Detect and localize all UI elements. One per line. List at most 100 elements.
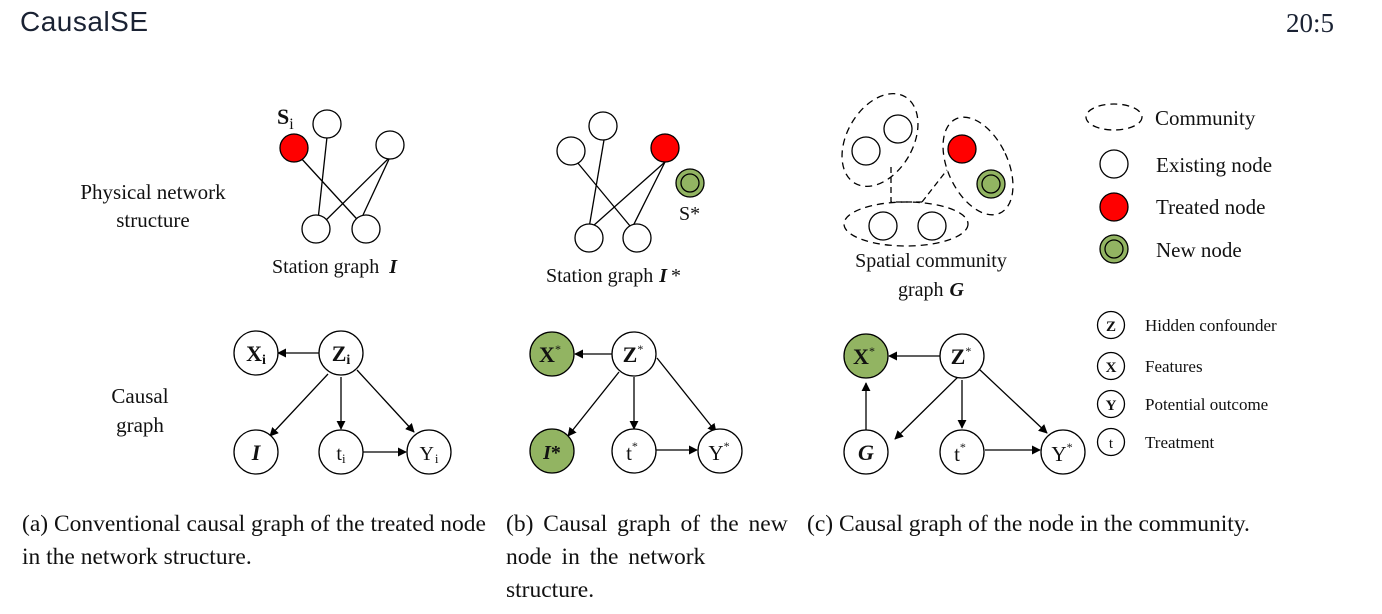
- node-t-label: ti: [336, 443, 346, 466]
- node-z: [939, 333, 985, 379]
- existing-node: [622, 223, 652, 253]
- z-variable-symbol: Z: [1106, 319, 1116, 335]
- node-z: [611, 331, 657, 377]
- t-variable-icon: [1096, 427, 1126, 457]
- community-link: [890, 167, 922, 203]
- node-t: [318, 429, 364, 475]
- legend-potential-outcome: Potential outcome: [1145, 395, 1268, 414]
- node-y-label: Y*: [1051, 440, 1072, 466]
- treated-node: [650, 133, 680, 163]
- node-i: [529, 428, 575, 474]
- row-label-physical: Physical network structure: [80, 180, 226, 232]
- row-label-causal: Causal graph: [111, 384, 168, 437]
- running-title: CausalSE: [20, 6, 149, 37]
- t-variable-symbol: t: [1109, 436, 1114, 452]
- edge-z-i: [269, 373, 329, 437]
- legend-hidden-confounder: Hidden confounder: [1145, 316, 1277, 335]
- panel-c-network: [841, 93, 1014, 247]
- existing-node: [312, 109, 342, 139]
- legend-treated-node: Treated node: [1156, 195, 1265, 219]
- panel-b-causal-graph: [529, 331, 743, 474]
- existing-node: [556, 136, 586, 166]
- edge: [316, 156, 391, 230]
- panel-a-causal-graph: [233, 330, 452, 475]
- existing-node: [917, 211, 947, 241]
- node-x-label: Xi: [246, 341, 266, 368]
- node-t: [611, 428, 657, 474]
- node-y: [1040, 429, 1086, 475]
- community-ellipse: [942, 116, 1014, 216]
- edge: [299, 156, 367, 230]
- node-t-label: t*: [954, 440, 966, 466]
- node-z-label: Z*: [623, 342, 644, 367]
- edge-z-y: [656, 357, 717, 433]
- edge: [588, 139, 605, 229]
- edge: [576, 161, 636, 233]
- x-variable-icon: [1096, 351, 1126, 381]
- node-t: [939, 429, 985, 475]
- existing-node: [574, 223, 604, 253]
- caption-c: (c) Causal graph of the node in the comm…: [807, 511, 1250, 537]
- red-circle-icon: [1099, 192, 1129, 222]
- existing-node: [351, 214, 381, 244]
- existing-node: [868, 211, 898, 241]
- z-variable-icon: [1096, 310, 1126, 340]
- existing-node: [883, 114, 913, 144]
- edge: [632, 161, 666, 227]
- legend-features: Features: [1145, 357, 1203, 376]
- panel-b-network: [556, 111, 705, 253]
- edge: [316, 136, 328, 230]
- new-node: [675, 168, 705, 198]
- panel-c-causal-graph: [843, 333, 1086, 475]
- existing-node: [588, 111, 618, 141]
- legend-new-node: New node: [1156, 238, 1242, 262]
- edge: [592, 161, 666, 227]
- existing-node: [851, 136, 881, 166]
- node-x-label: X*: [853, 344, 875, 369]
- edge-z-y: [978, 368, 1048, 434]
- edge: [362, 156, 391, 216]
- node-x-label: X*: [539, 342, 561, 367]
- dashed-ellipse-icon: [1085, 103, 1143, 131]
- node-z-label: Zi: [332, 341, 351, 368]
- node-z-label: Z*: [951, 344, 972, 369]
- new-node: [976, 169, 1006, 199]
- legend-existing-node: Existing node: [1156, 153, 1272, 177]
- node-g-label: G: [858, 440, 874, 465]
- row-label-causal-line2: graph: [116, 413, 164, 437]
- panel-c-network-label-line1: Spatial community: [855, 250, 1007, 272]
- node-i: [233, 429, 279, 475]
- node-g: [843, 429, 889, 475]
- green-double-circle-inner-ring: [1104, 239, 1124, 259]
- node-i-label: I: [251, 440, 262, 465]
- node-x: [529, 331, 575, 377]
- edge-z-y: [356, 369, 415, 433]
- node-i-label: I*: [542, 442, 561, 464]
- node-y-label: Yi: [419, 443, 438, 466]
- community-ellipse: [841, 93, 919, 187]
- new-node-inner-ring: [680, 173, 700, 193]
- y-variable-icon: [1096, 389, 1126, 419]
- node-z: [318, 330, 364, 376]
- caption-b: (b) Causal graph of the new node in the …: [506, 511, 788, 603]
- treated-node-label: Si: [277, 104, 294, 133]
- page-number: 20:5: [1285, 8, 1334, 38]
- edge-z-g: [894, 372, 963, 440]
- green-double-circle-icon: [1099, 234, 1129, 264]
- row-label-physical-line1: Physical network: [80, 180, 226, 204]
- node-y-label: Y*: [708, 439, 729, 465]
- community-ellipse: [843, 201, 969, 247]
- caption-a: (a) Conventional causal graph of the tre…: [22, 511, 486, 570]
- node-y: [406, 429, 452, 475]
- existing-node: [301, 214, 331, 244]
- y-variable-symbol: Y: [1106, 398, 1117, 414]
- panel-a-network: [279, 109, 405, 244]
- legend-node-types: [1085, 103, 1143, 264]
- node-x: [233, 330, 279, 376]
- legend-variables: Z Hidden confounder X Features Y Potenti…: [1096, 310, 1277, 457]
- treated-node: [947, 134, 977, 164]
